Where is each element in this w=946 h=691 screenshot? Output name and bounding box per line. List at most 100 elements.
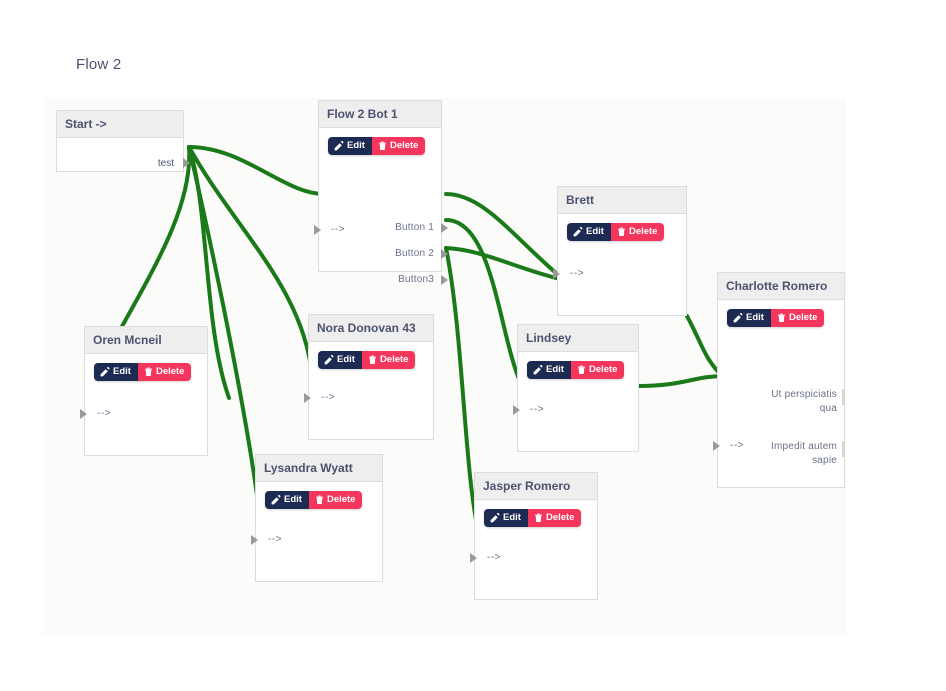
node-input-port-label[interactable]: --> (487, 552, 501, 563)
node-input-port-label[interactable]: --> (570, 268, 584, 279)
node-input-port-marker[interactable] (314, 225, 321, 235)
node-input-port-marker[interactable] (553, 269, 560, 279)
node-output-label[interactable]: Button3 (398, 274, 434, 285)
connection-edge (444, 192, 566, 282)
node-title: Charlotte Romero (718, 273, 844, 300)
connection-edge (187, 145, 326, 196)
edit-icon (334, 141, 344, 151)
delete-button[interactable]: Delete (371, 137, 426, 155)
node-body: Edit Delete --> (304, 342, 433, 440)
node-input-port-label[interactable]: --> (268, 534, 282, 545)
node-output-port-marker[interactable] (441, 275, 448, 285)
delete-button[interactable]: Delete (527, 509, 582, 527)
node-output-label[interactable]: Ut perspiciatis qua (771, 389, 837, 414)
node-body: Edit Delete --> (513, 352, 638, 452)
flow-node-start[interactable]: Start ->test (56, 110, 190, 172)
node-output-port-stub[interactable] (842, 389, 845, 405)
delete-button[interactable]: Delete (137, 363, 192, 381)
node-output-port-stub[interactable] (842, 441, 845, 457)
connection-edge (444, 246, 566, 282)
delete-button[interactable]: Delete (610, 223, 665, 241)
node-title: Oren Mcneil (85, 327, 207, 354)
edit-icon (733, 313, 743, 323)
node-input-port-label[interactable]: --> (321, 392, 335, 403)
node-title: Lysandra Wyatt (256, 455, 382, 482)
edit-button-label: Edit (503, 512, 521, 524)
delete-button[interactable]: Delete (361, 351, 416, 369)
node-output-label[interactable]: Button 1 (395, 222, 434, 233)
node-action-buttons: Edit Delete (527, 361, 625, 379)
node-input-port-marker[interactable] (251, 535, 258, 545)
trash-icon (145, 367, 152, 376)
delete-button[interactable]: Delete (770, 309, 825, 327)
node-input-port-label[interactable]: --> (331, 224, 345, 235)
delete-button[interactable]: Delete (308, 491, 363, 509)
edit-button-label: Edit (746, 312, 764, 324)
node-title: Jasper Romero (475, 473, 597, 500)
node-input-port-label[interactable]: --> (97, 408, 111, 419)
node-output-label[interactable]: Button 2 (395, 248, 434, 259)
node-output-port-marker[interactable] (441, 223, 448, 233)
delete-button[interactable]: Delete (570, 361, 625, 379)
delete-button-label: Delete (628, 226, 658, 238)
trash-icon (535, 513, 542, 522)
node-output-port-marker[interactable] (441, 249, 448, 259)
node-output-port-marker[interactable] (183, 158, 190, 168)
delete-button-label: Delete (545, 512, 575, 524)
edit-button[interactable]: Edit (328, 137, 372, 155)
trash-icon (578, 365, 585, 374)
delete-button-label: Delete (379, 354, 409, 366)
edit-button[interactable]: Edit (265, 491, 309, 509)
edit-icon (573, 227, 583, 237)
node-action-buttons: Edit Delete (567, 223, 665, 241)
node-input-port-marker[interactable] (470, 553, 477, 563)
node-output-label[interactable]: Impedit autem sapie (771, 441, 837, 466)
edit-button[interactable]: Edit (318, 351, 362, 369)
node-body: test (57, 138, 190, 172)
node-input-port-label[interactable]: --> (730, 440, 744, 451)
node-action-buttons: Edit Delete (484, 509, 582, 527)
node-input-port-marker[interactable] (713, 441, 720, 451)
node-title: Flow 2 Bot 1 (319, 101, 441, 128)
node-body: Edit Delete --> (80, 354, 207, 456)
trash-icon (618, 227, 625, 236)
edit-icon (100, 367, 110, 377)
edit-icon (324, 355, 334, 365)
delete-button-label: Delete (588, 364, 618, 376)
edit-icon (271, 495, 281, 505)
connection-edge (444, 218, 524, 388)
delete-button-label: Delete (326, 494, 356, 506)
page-title: Flow 2 (76, 56, 122, 73)
node-input-port-marker[interactable] (80, 409, 87, 419)
edit-button[interactable]: Edit (484, 509, 528, 527)
delete-button-label: Delete (155, 366, 185, 378)
trash-icon (316, 495, 323, 504)
node-input-port-marker[interactable] (513, 405, 520, 415)
edit-button[interactable]: Edit (727, 309, 771, 327)
node-output-label[interactable]: test (157, 158, 174, 169)
edit-button[interactable]: Edit (527, 361, 571, 379)
node-input-port-label[interactable]: --> (530, 404, 544, 415)
edit-button-label: Edit (284, 494, 302, 506)
node-body: Edit Delete --> (470, 500, 597, 600)
edit-button-label: Edit (337, 354, 355, 366)
node-input-port-marker[interactable] (304, 393, 311, 403)
node-title: Lindsey (518, 325, 638, 352)
edit-button-label: Edit (113, 366, 131, 378)
node-body: Edit Delete --> (251, 482, 382, 582)
edit-button[interactable]: Edit (567, 223, 611, 241)
edit-button-label: Edit (586, 226, 604, 238)
edit-button[interactable]: Edit (94, 363, 138, 381)
